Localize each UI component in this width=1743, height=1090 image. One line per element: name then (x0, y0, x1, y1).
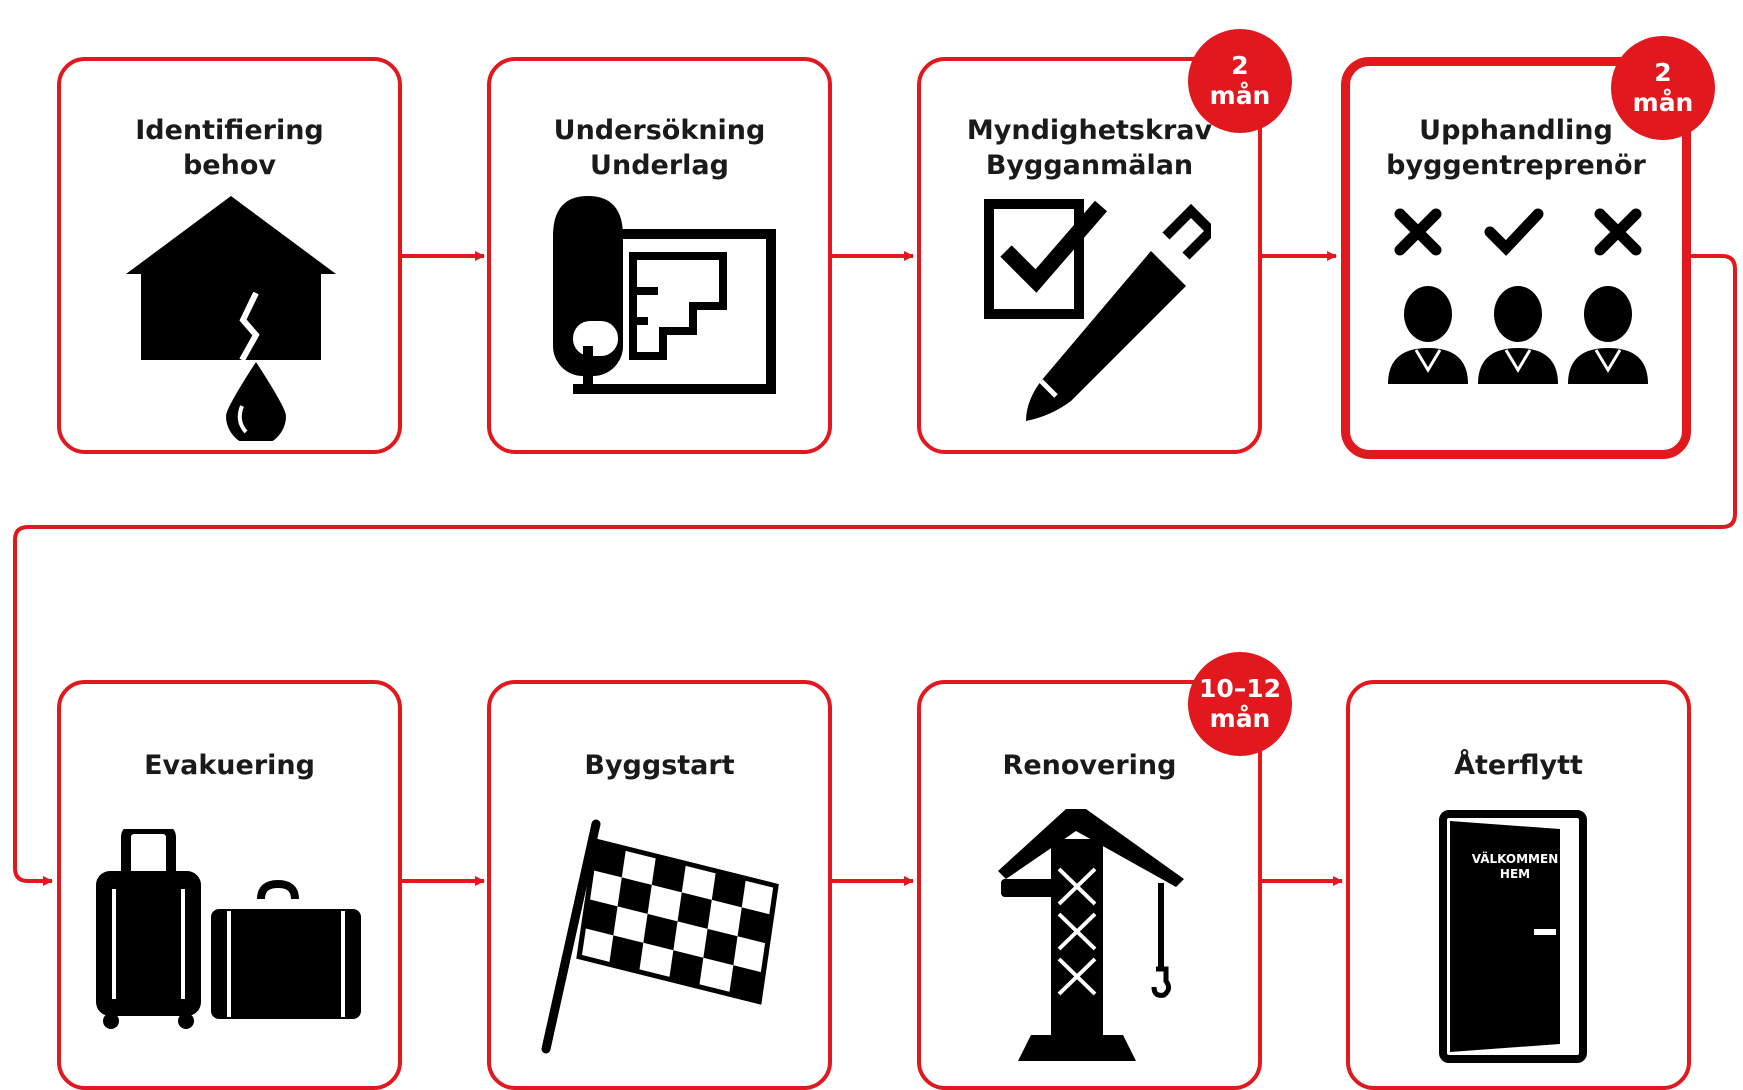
blueprint-icon (553, 196, 776, 394)
step-title: Byggstart (584, 750, 735, 781)
welcome-door-icon (1439, 810, 1587, 1063)
step-aterflytt: Återflytt VÄLKOMMEN HEM (1346, 680, 1691, 1090)
checkbox-pen-icon (984, 199, 1211, 421)
duration-badge: 2 mån (1611, 36, 1715, 140)
step-title: Upphandling byggentreprenör (1386, 115, 1646, 181)
step-title: Återflytt (1454, 750, 1583, 781)
house-leak-icon (126, 196, 336, 441)
tower-crane-icon (998, 809, 1184, 1061)
step-byggstart: Byggstart (487, 680, 832, 1090)
step-myndighetskrav: Myndighetskrav Bygganmälan 2 mån (917, 29, 1292, 454)
step-title: Identifiering behov (135, 115, 324, 181)
step-identifiering: Identifiering behov (57, 57, 402, 454)
duration-badge: 10–12 mån (1188, 652, 1292, 756)
contractor-selection-icon (1388, 208, 1648, 384)
checkered-flag-icon (541, 819, 779, 1054)
door-sign: VÄLKOMMEN HEM (1471, 852, 1559, 881)
suitcases-icon (96, 829, 361, 1029)
step-title: Undersökning Underlag (553, 115, 766, 181)
step-evakuering: Evakuering (57, 680, 402, 1090)
step-renovering: Renovering 10–12 mån (917, 652, 1292, 1090)
step-title: Renovering (1002, 750, 1177, 781)
step-title: Myndighetskrav Bygganmälan (966, 115, 1213, 181)
duration-badge: 2 mån (1188, 29, 1292, 133)
step-title: Evakuering (144, 750, 315, 781)
arrow-4-5 (13, 254, 1737, 886)
step-upphandling: Upphandling byggentreprenör 2 mån (1341, 36, 1715, 459)
step-undersokning: Undersökning Underlag (487, 57, 832, 454)
